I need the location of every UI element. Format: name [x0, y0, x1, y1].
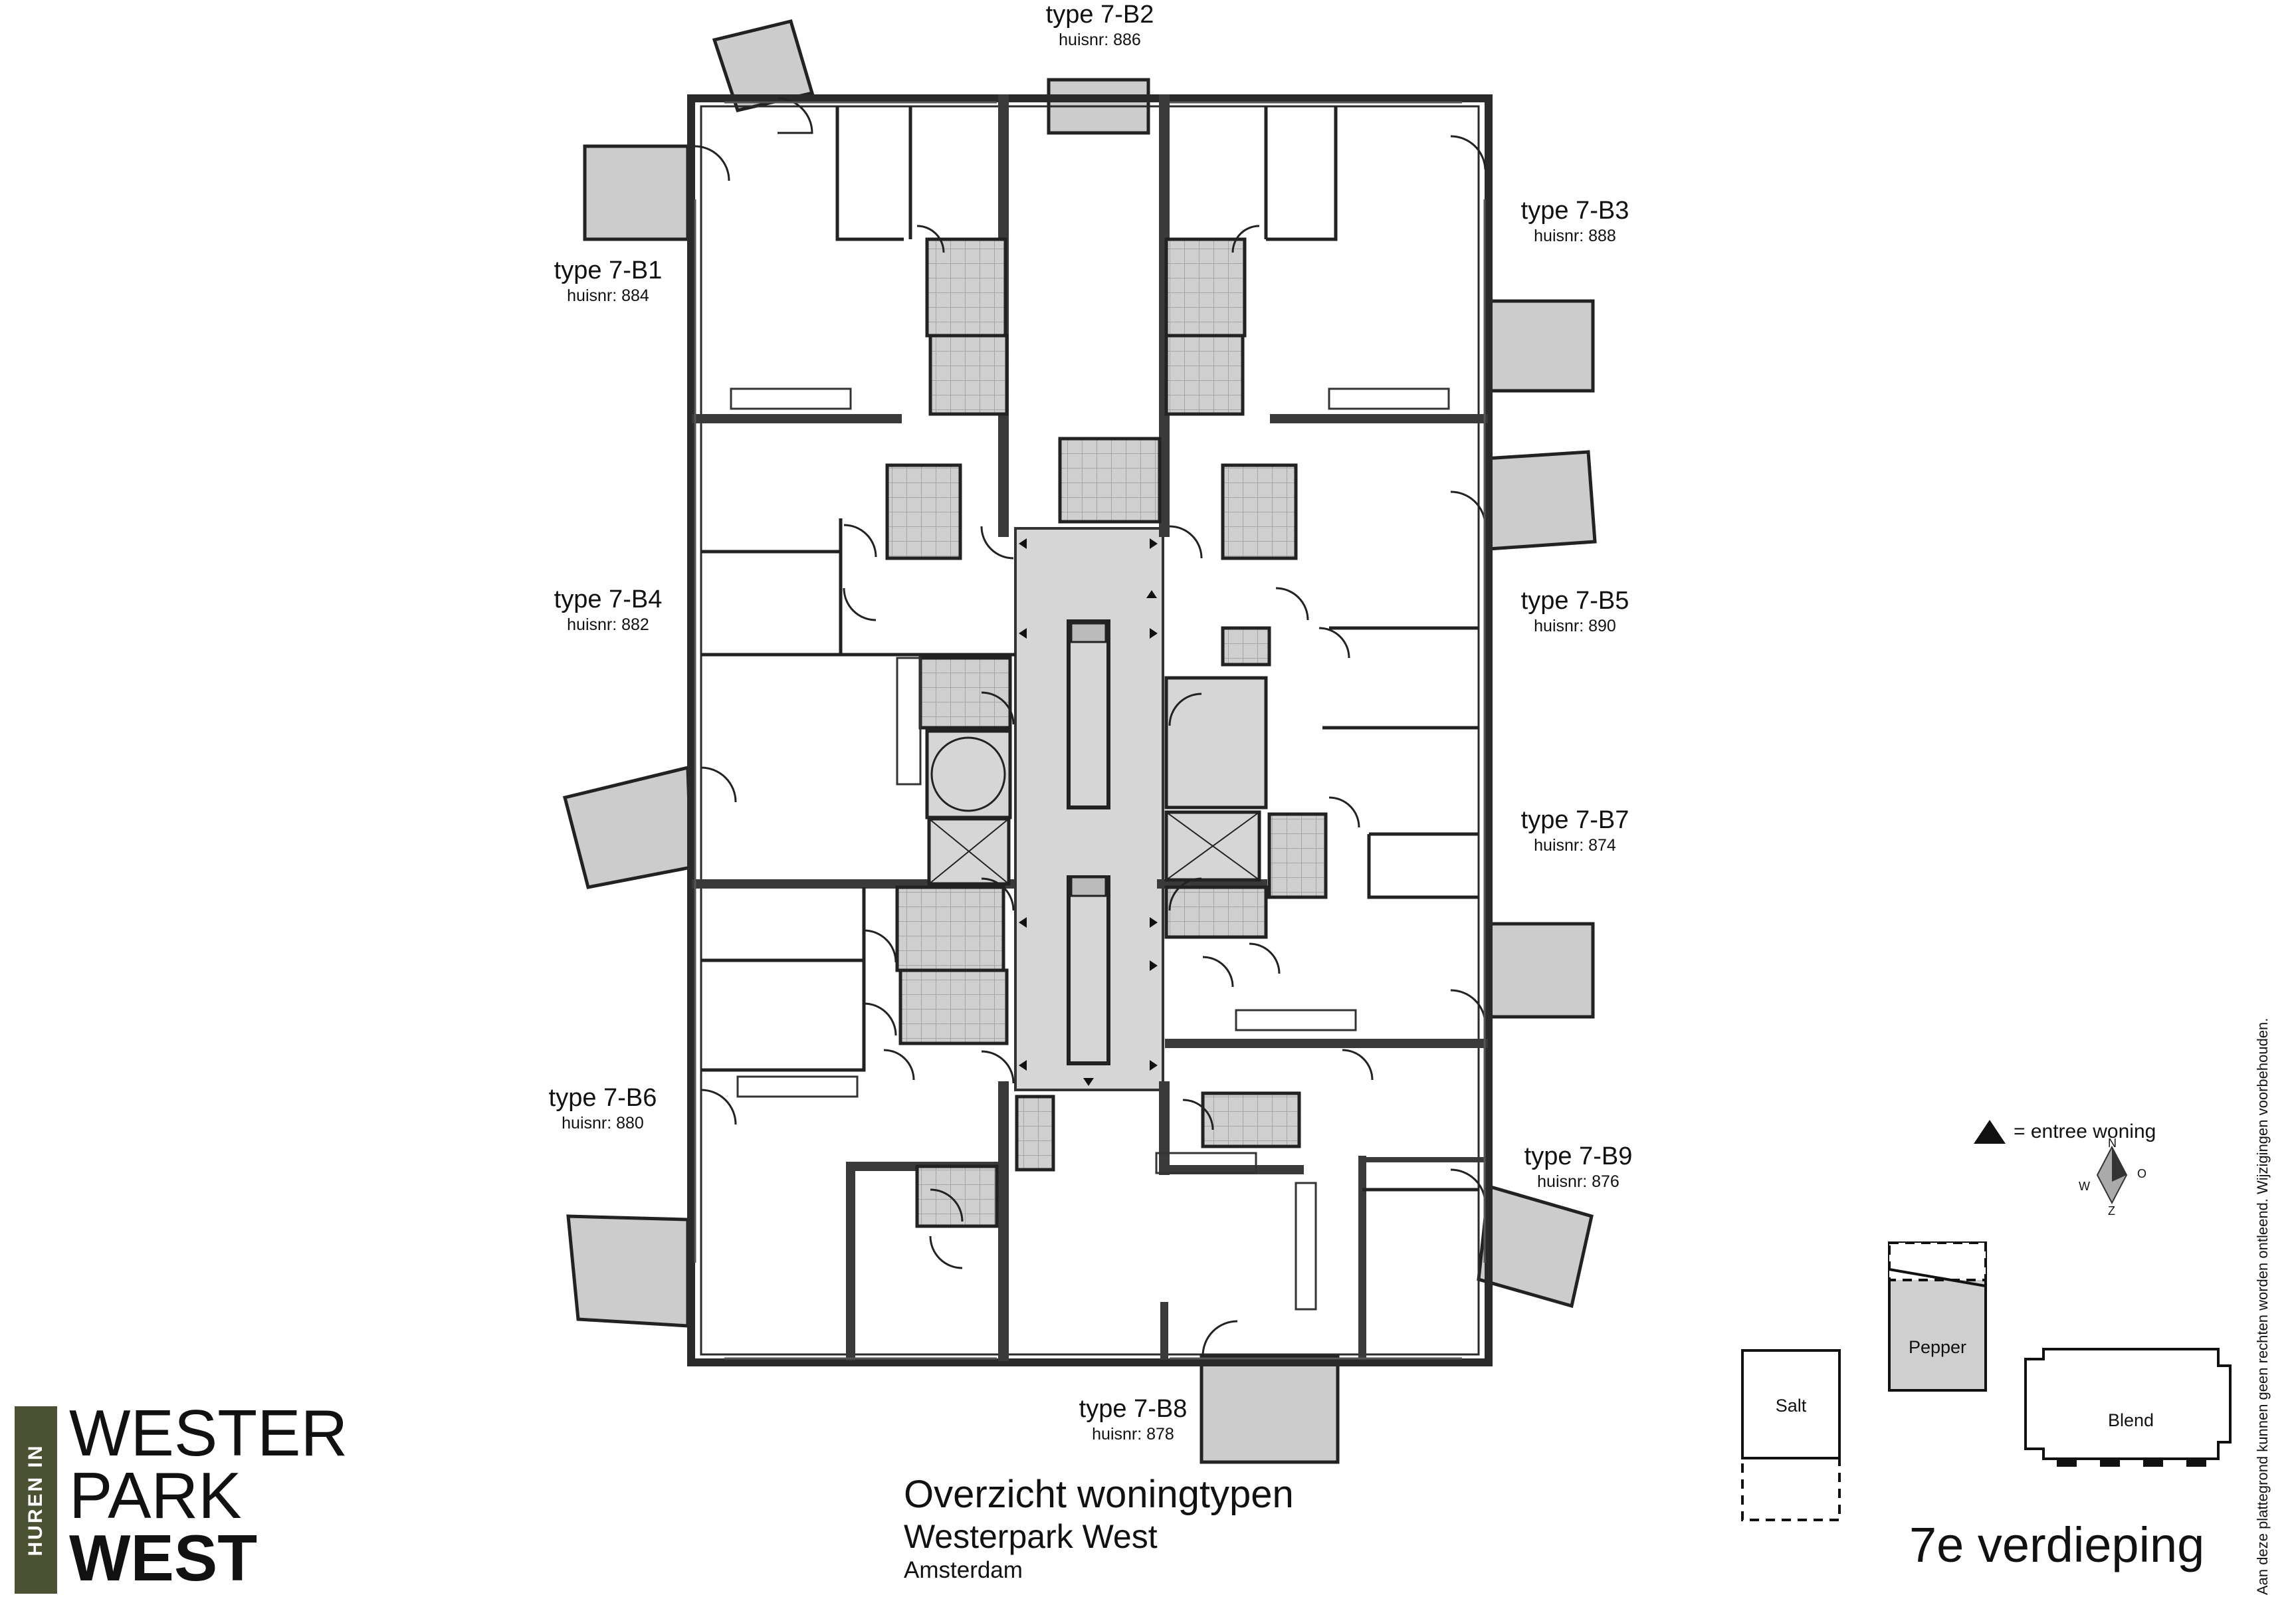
page-title: Overzicht woningtypen [904, 1473, 1294, 1516]
entrance-triangle-icon [1974, 1120, 2006, 1144]
balcony-7-B1-top [712, 19, 815, 112]
compass-o: O [2137, 1167, 2147, 1180]
key-blend-label: Blend [2107, 1410, 2154, 1430]
windows [694, 101, 1486, 1360]
structural-walls [692, 94, 1488, 1361]
unit-type: type 7-B5 [1520, 587, 1629, 615]
label-7-B8: type 7-B8 huisnr: 878 [1033, 1394, 1233, 1445]
title-block: Overzicht woningtypen Westerpark West Am… [904, 1472, 1294, 1585]
unit-huisnr: huisnr: 886 [1059, 31, 1141, 49]
legend: = entree woning [1974, 1120, 2156, 1144]
unit-huisnr: huisnr: 878 [1092, 1425, 1174, 1444]
legend-entree-label: = entree woning [2014, 1121, 2156, 1142]
partitions [701, 106, 1479, 1192]
wet-cells [885, 237, 1328, 1228]
balcony-7-B4-balcony [562, 765, 693, 889]
balconies [562, 19, 1597, 1464]
doors [694, 97, 1487, 1356]
outer-walls [687, 94, 1493, 1366]
label-7-B9: type 7-B9 huisnr: 876 [1479, 1142, 1678, 1192]
compass-n: N [2108, 1136, 2117, 1150]
unit-type: type 7-B6 [548, 1084, 657, 1112]
label-7-B3: type 7-B3 huisnr: 888 [1475, 196, 1675, 247]
balcony-7-B8 [1200, 1354, 1340, 1464]
logo-line-3: WEST [69, 1521, 258, 1594]
balcony-7-B3 [1483, 299, 1595, 393]
label-7-B4: type 7-B4 huisnr: 882 [508, 585, 708, 635]
unit-huisnr: huisnr: 874 [1534, 836, 1616, 855]
balcony-7-B1-side [583, 144, 690, 241]
compass-z: Z [2108, 1204, 2115, 1218]
project-name: Westerpark West [904, 1518, 1158, 1555]
unit-huisnr: huisnr: 890 [1534, 617, 1616, 635]
logo-vertical-text: HUREN IN [25, 1444, 47, 1556]
compass-w: W [2079, 1180, 2090, 1193]
key-plan [1741, 1241, 2232, 1521]
unit-type: type 7-B9 [1524, 1142, 1633, 1170]
disclaimer: Aan deze plattegrond kunnen geen rechten… [2254, 1017, 2271, 1595]
spiral-stair [925, 729, 1012, 819]
unit-type: type 7-B3 [1520, 197, 1629, 225]
label-7-B6: type 7-B6 huisnr: 880 [503, 1083, 702, 1134]
label-7-B1: type 7-B1 huisnr: 884 [508, 256, 708, 306]
label-7-B2: type 7-B2 huisnr: 886 [1000, 0, 1200, 51]
stair-right [1164, 676, 1268, 809]
unit-huisnr: huisnr: 876 [1537, 1172, 1619, 1191]
logo: HUREN IN WESTER PARK WEST [15, 1400, 348, 1594]
logo-line-1: WESTER [69, 1396, 348, 1469]
label-7-B5: type 7-B5 huisnr: 890 [1475, 586, 1675, 637]
unit-huisnr: huisnr: 880 [562, 1114, 644, 1132]
logo-bar: HUREN IN [15, 1406, 57, 1594]
key-pepper-label: Pepper [1908, 1337, 1967, 1357]
city-name: Amsterdam [904, 1557, 1023, 1583]
floor-label: 7e verdieping [1909, 1517, 2205, 1572]
balcony-7-B5-balcony [1483, 450, 1597, 551]
building-outline [687, 94, 1493, 1366]
entrance-markers [1019, 538, 1158, 1086]
key-blend [2024, 1348, 2232, 1460]
unit-type: type 7-B1 [554, 257, 663, 284]
balcony-7-B9-balcony [1477, 1184, 1594, 1309]
unit-type: type 7-B7 [1520, 806, 1629, 834]
label-7-B7: type 7-B7 huisnr: 874 [1475, 805, 1675, 856]
unit-huisnr: huisnr: 882 [567, 615, 649, 634]
kitchens [730, 387, 1450, 1311]
logo-line-2: PARK [69, 1459, 242, 1532]
key-salt-label: Salt [1775, 1396, 1807, 1416]
unit-huisnr: huisnr: 884 [567, 286, 649, 305]
unit-type: type 7-B8 [1079, 1395, 1188, 1423]
corridor [1014, 527, 1164, 1091]
unit-type: type 7-B2 [1045, 1, 1154, 29]
balcony-7-B7 [1483, 922, 1595, 1019]
balcony-7-B6-balcony [566, 1214, 690, 1328]
compass-icon [2096, 1145, 2128, 1205]
unit-huisnr: huisnr: 888 [1534, 227, 1616, 245]
unit-type: type 7-B4 [554, 586, 663, 613]
